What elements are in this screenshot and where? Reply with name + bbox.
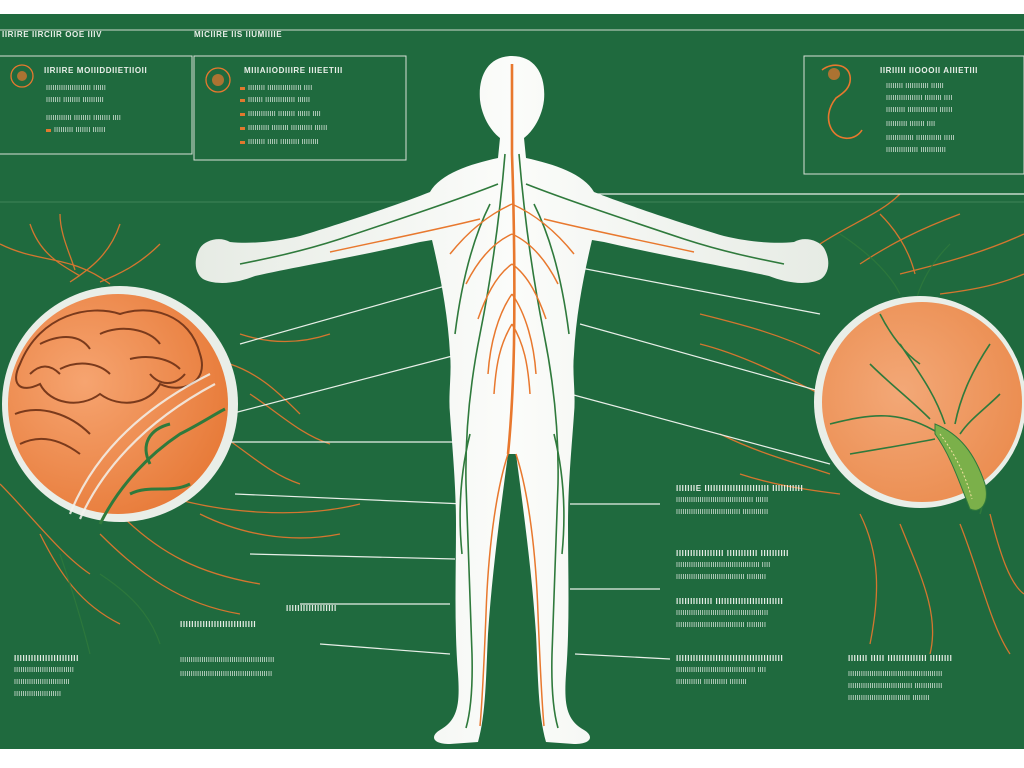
orange-nerves xyxy=(329,203,695,727)
bullet-icon xyxy=(240,112,245,116)
right-block-4-line: IIIIIIIIIIII IIIIIIIIIII IIIIIIII xyxy=(676,679,747,686)
panel-3-line: IIIIIIIIIIIIIIIII IIIIIIII IIII xyxy=(886,95,953,102)
bullet-icon xyxy=(240,98,245,102)
right-block-4-title: IIIIIIIIIIIIIIIIIIIIIIIIIIIIIIIIIIIIII xyxy=(676,654,784,663)
left-block-1-line: IIIIIIIIIIIIIIIIIIIIIIIIIIII xyxy=(14,667,75,674)
green-nerves xyxy=(239,153,785,729)
right-block-2-line: IIIIIIIIIIIIIIIIIIIIIIIIIIIIIIII IIIIIII… xyxy=(676,574,767,581)
left-dendrites xyxy=(0,213,361,625)
panel-1-line: IIIIIII IIIIIIII IIIIIIIIII xyxy=(46,97,104,104)
pointer-lines xyxy=(229,193,1024,660)
right-block-5-line: IIIIIIIIIIIIIIIIIIIIIIIIIIIII IIIIIIII xyxy=(848,695,930,702)
left-block-1-line: IIIIIIIIIIIIIIIIIIIIII xyxy=(14,691,62,698)
right-block-1-title: IIIIIIIE IIIIIIIIIIIIIIIIIIIIIII IIIIIII… xyxy=(676,484,804,493)
left-block-3-title: IIIIIIIIIIIIIIIIII xyxy=(286,604,337,613)
human-figure xyxy=(195,56,829,744)
top-center-label: MICIIRE IIS IIUMIIIIE xyxy=(194,30,283,39)
right-block-2-line: IIIIIIIIIIIIIIIIIIIIIIIIIIIIIIIIIIIIIII … xyxy=(676,562,771,569)
bullet-icon xyxy=(240,140,245,144)
panel-3-title: IIRIIIII IIOOOII AIIIETIII xyxy=(880,66,978,75)
brain-circle xyxy=(2,286,238,525)
left-block-1-title: IIIIIIIIIIIIIIIIIIIIIII xyxy=(14,654,79,663)
panel-1-line: IIIIIIIIIIIIIIIIIIIII IIIIII xyxy=(46,85,107,92)
panel-1-line: IIIIIIIII IIIIIII IIIIII xyxy=(46,126,105,135)
panel-3-line: IIIIIIIIII IIIIIII IIII xyxy=(886,121,936,128)
panel-2-line: IIIIIIII IIIII IIIIIIIII IIIIIIII xyxy=(240,138,319,147)
left-block-1-line: IIIIIIIIIIIIIIIIIIIIIIIIII xyxy=(14,679,70,686)
top-left-label: IIRIRE IIRCIIR OOE IIIV xyxy=(2,30,103,39)
panel-3-line: IIIIIIII IIIIIIIIIII IIIIII xyxy=(886,83,944,90)
right-block-5-line: IIIIIIIIIIIIIIIIIIIIIIIIIIIIII IIIIIIIII… xyxy=(848,683,943,690)
diagram-board: IIRIRE IIRCIIR OOE IIIV MICIIRE IIS IIUM… xyxy=(0,14,1024,749)
right-block-3-title: IIIIIIIIIIIII IIIIIIIIIIIIIIIIIIIIIIII xyxy=(676,597,784,606)
right-block-4-line: IIIIIIIIIIIIIIIIIIIIIIIIIIIIIIIIIIIII II… xyxy=(676,667,767,674)
right-block-5-title: IIIIIII IIIII IIIIIIIIIIIIII IIIIIIII xyxy=(848,654,953,663)
panel-2-line: IIIIIIIIIIIII IIIIIIII IIIIII IIII xyxy=(240,110,321,119)
panel-2-line: IIIIIIIIII IIIIIIII IIIIIIIIII IIIIII xyxy=(240,124,327,133)
panel-2-line: IIIIIIII IIIIIIIIIIIIIIII IIII xyxy=(240,84,312,93)
bullet-icon xyxy=(240,126,245,130)
panel-icons xyxy=(10,64,863,140)
bullet-icon xyxy=(46,128,51,132)
right-block-1-line: IIIIIIIIIIIIIIIIIIIIIIIIIIIIIIIIIIII III… xyxy=(676,497,769,504)
panel-2-line: IIIIIII IIIIIIIIIIIIII IIIIII xyxy=(240,96,310,105)
panel-1-title: IIRIIRE MOIIIDDIIETIIOII xyxy=(44,66,148,75)
right-block-3-line: IIIIIIIIIIIIIIIIIIIIIIIIIIIIIIIIIIIIIIII… xyxy=(676,610,769,617)
right-block-3-line: IIIIIIIIIIIIIIIIIIIIIIIIIIIIIIII IIIIIII… xyxy=(676,622,767,629)
panel-frames xyxy=(0,55,1024,175)
right-block-2-title: IIIIIIIIIIIIIIIII IIIIIIIIIII IIIIIIIIII xyxy=(676,549,789,558)
left-block-2-title: IIIIIIIIIIIIIIIIIIIIIIIIIII xyxy=(180,620,257,629)
panel-1-line: IIIIIIIIIIII IIIIIIII IIIIIIII IIII xyxy=(46,115,122,122)
bullet-icon xyxy=(240,86,245,90)
diagram-art xyxy=(0,29,1024,744)
left-block-2-line: IIIIIIIIIIIIIIIIIIIIIIIIIIIIIIIIIIIIIIII… xyxy=(180,657,275,664)
spinal-cord xyxy=(506,64,516,455)
right-block-5-line: IIIIIIIIIIIIIIIIIIIIIIIIIIIIIIIIIIIIIIII… xyxy=(848,671,943,678)
neuron-circle xyxy=(814,296,1024,515)
right-block-1-line: IIIIIIIIIIIIIIIIIIIIIIIIIIIIII IIIIIIIII… xyxy=(676,509,769,516)
panel-2-title: MIIIAIIODIIIRE IIIEETIII xyxy=(244,66,343,75)
left-block-2-line: IIIIIIIIIIIIIIIIIIIIIIIIIIIIIIIIIIIIIIII… xyxy=(180,671,273,678)
panel-3-line: IIIIIIIIIIIIIII IIIIIIIIIIII xyxy=(886,147,947,154)
panel-3-line: IIIIIIIIIIIII IIIIIIIIIIII IIIII xyxy=(886,135,955,142)
panel-3-line: IIIIIIIII IIIIIIIIIIIIII IIIIII xyxy=(886,107,953,114)
right-dendrites xyxy=(699,193,1024,655)
